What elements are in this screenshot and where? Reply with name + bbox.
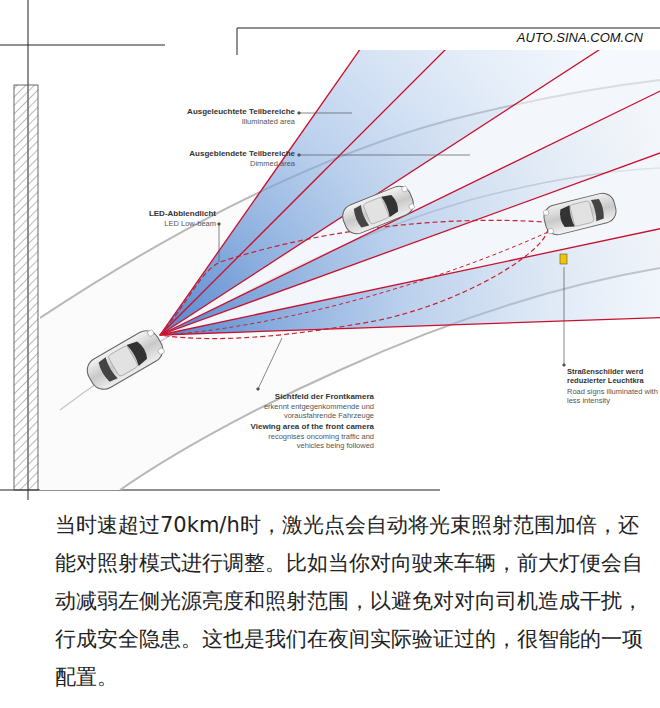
beam-ray (160, 63, 660, 335)
callout-title: Straßenschilder werd reduzierter Leuchtk… (567, 367, 658, 386)
watermark: AUTO.SINA.COM.CN (455, 30, 643, 46)
callout-text: erkennt entgegenkommende und vorausfahre… (250, 402, 374, 421)
callout-text: Dimmed area (120, 159, 295, 168)
caption: 当时速超过70km/h时，激光点会自动将光束照射范围加倍，还能对照射模式进行调整… (55, 506, 655, 696)
callout-title: Ausgeleuchtete Teilbereiche (120, 107, 295, 117)
callout-text: Road signs illuminated with less intensi… (567, 387, 658, 406)
callout-title: Sichtfeld der Frontkamera (232, 392, 374, 402)
beam-ray (160, 50, 516, 335)
callout-title: LED-Abblendlicht (96, 209, 216, 219)
callout-title: Ausgeblendete Teilbereiche (120, 149, 295, 159)
beam-ray (160, 313, 660, 335)
callout-text: Illuminated area (120, 117, 295, 126)
beam-ray (160, 50, 660, 335)
callout-text: recognises oncoming traffic and vehicles… (240, 432, 374, 451)
callout-text: LED Low-beam (96, 219, 216, 228)
callout-title: Viewing area of the front camera (232, 422, 374, 432)
